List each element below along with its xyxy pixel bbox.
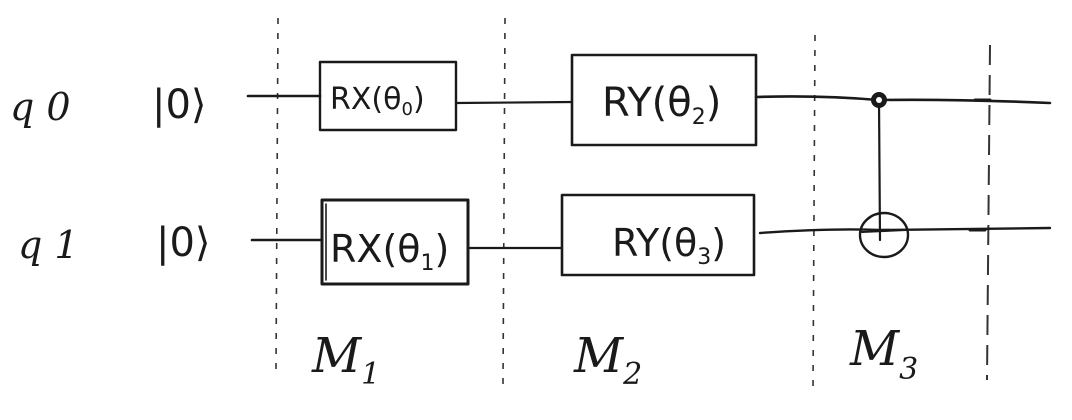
cnot-control-dot-center [876, 97, 882, 103]
moment-divider-2 [502, 17, 506, 386]
cnot-target-cross [861, 229, 907, 233]
qubit-0-init-state: |0⟩ [152, 82, 207, 128]
qubit-0-wire-3 [754, 95, 1052, 105]
gate-ry-theta-2: RY(θ2) [570, 53, 758, 147]
svg-text:RX(θ0): RX(θ0) [330, 82, 425, 120]
svg-text:RY(θ3): RY(θ3) [612, 221, 726, 270]
moment-divider-4 [986, 44, 991, 381]
cnot-control-line [877, 98, 882, 242]
qubit-0-label: q 0 [10, 85, 71, 129]
svg-text:RX(θ1): RX(θ1) [330, 227, 449, 276]
moment-label-2: M2 [573, 328, 642, 392]
moment-label-1: M1 [311, 328, 380, 392]
svg-text:RY(θ2): RY(θ2) [602, 80, 721, 130]
qubit-0-wire-2 [454, 100, 574, 105]
cnot-target-circle [858, 211, 910, 259]
gate-rx-theta-1: RX(θ1) [320, 198, 470, 286]
gate-ry-theta-3: RY(θ3) [560, 193, 756, 277]
moment-divider-3 [812, 34, 816, 391]
qubit-1-label: q 1 [18, 223, 79, 267]
moment-divider-1 [275, 17, 279, 371]
moment-label-3: M3 [849, 321, 918, 387]
gate-rx-theta-0: RX(θ0) [318, 60, 458, 132]
qubit-1-init-state: |0⟩ [156, 220, 211, 266]
gate-cnot [858, 92, 910, 259]
